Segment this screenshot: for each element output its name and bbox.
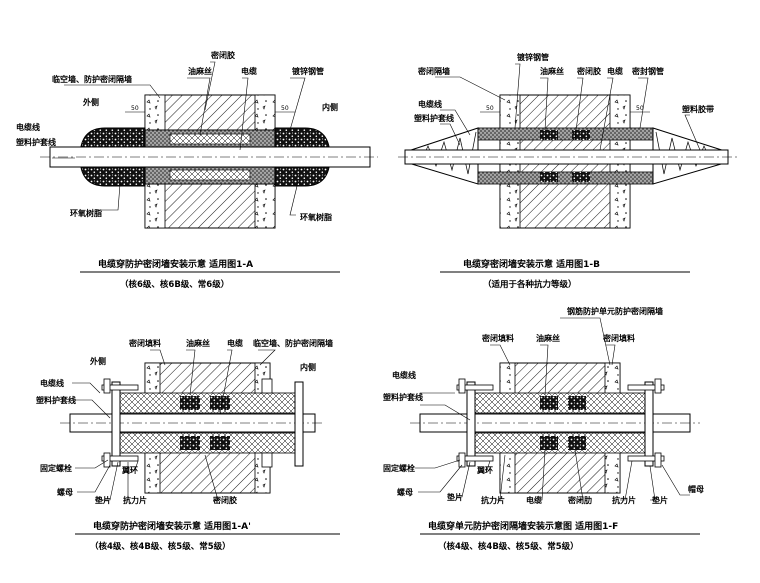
dim-right-b: 50 — [636, 105, 644, 112]
label-seal-steel-b: 密封钢管 — [631, 66, 664, 76]
label-cable-d: 电缆 — [526, 495, 542, 505]
diagram-1a-prime: 密闭填料 油麻丝 电缆 临空墙、防护密闭隔墙 外侧 内侧 电缆线 塑料护套线 固… — [36, 338, 340, 552]
label-plastic-sleeve: 塑料护套线 — [16, 137, 56, 147]
label-bolt-c: 固定螺栓 — [40, 463, 72, 473]
diagram-1b: 50 50 密闭隔墙 镀锌钢管 油麻丝 密闭胶 电缆 密封钢管 电缆线 塑料护套… — [398, 52, 740, 290]
label-cable-line-c: 电缆线 — [40, 378, 64, 388]
label-pressure-plate-c: 抗力片 — [123, 495, 147, 505]
label-oakum-d: 油麻丝 — [536, 333, 560, 343]
dim-left-b: 50 — [486, 105, 494, 112]
label-fin-c: 翼环 — [121, 465, 138, 475]
label-sealant-c: 密闭胶 — [212, 495, 237, 505]
label-fin-d: 翼环 — [476, 465, 493, 475]
caption-1b: 电缆穿密闭墙安装示意 适用图1-B — [463, 258, 600, 270]
diagram-1f: 钢筋防护单元防护密闭隔墙 密闭填料 油麻丝 密闭填料 电缆线 塑料护套线 固定螺… — [383, 306, 704, 552]
label-washer-right-d: 垫片 — [652, 495, 668, 505]
label-pressure-plate-right-d: 抗力片 — [612, 495, 636, 505]
label-sealant-b: 密闭胶 — [576, 66, 601, 76]
label-washer-d: 垫片 — [447, 492, 463, 502]
label-outer-side-c: 外侧 — [90, 356, 106, 366]
label-filler-left-d: 密闭填料 — [481, 333, 514, 343]
label-plastic-sleeve-b: 塑料护套线 — [414, 113, 454, 123]
label-sealant: 密闭胶 — [210, 50, 235, 60]
label-wall-b: 密闭隔墙 — [417, 66, 450, 76]
caption-1a: 电缆穿防护密闭墙安装示意 适用图1-A — [98, 258, 253, 270]
subcaption-1f: （核4级、核4B级、核5级、常5级） — [438, 541, 579, 552]
label-wall-c: 临空墙、防护密闭隔墙 — [253, 338, 333, 348]
label-epoxy-right: 环氧树脂 — [300, 212, 332, 222]
label-nut-c: 螺母 — [57, 487, 73, 497]
label-inner-side: 内侧 — [322, 102, 338, 112]
label-seal-rib-d: 密闭肋 — [567, 495, 592, 505]
label-plastic-sleeve-c: 塑料护套线 — [36, 395, 76, 405]
label-filler-c: 密闭填料 — [128, 338, 161, 348]
label-cable-line-d: 电缆线 — [392, 370, 416, 380]
label-epoxy-left: 环氧树脂 — [70, 208, 102, 218]
label-plastic-sleeve-d: 塑料护套线 — [383, 392, 423, 402]
dim-left: 50 — [131, 105, 139, 112]
label-cable-line: 电缆线 — [16, 122, 40, 132]
label-washer-c: 垫片 — [95, 495, 111, 505]
label-outer-side: 外侧 — [83, 97, 99, 107]
subcaption-1b: （适用于各种抗力等级） — [483, 279, 577, 290]
label-wall: 临空墙、防护密闭隔墙 — [52, 74, 132, 84]
dim-right: 50 — [281, 105, 289, 112]
label-inner-side-c: 内侧 — [300, 362, 316, 372]
label-bolt-d: 固定螺栓 — [383, 463, 415, 473]
label-filler-right-d: 密闭填料 — [602, 333, 635, 343]
label-oakum: 油麻丝 — [188, 66, 212, 76]
diagram-1a: 50 50 临空墙、防护密闭隔墙 密闭胶 油麻丝 电缆 镀锌钢管 外侧 内侧 电… — [16, 50, 378, 290]
label-cable-b: 电缆 — [607, 66, 623, 76]
label-steel-sleeve-b: 镀锌钢管 — [517, 52, 549, 62]
caption-1a-prime: 电缆穿防护密闭墙安装示意 适用图1-A' — [93, 520, 251, 532]
label-cable-c: 电缆 — [227, 338, 243, 348]
label-cap-nut-d: 帽母 — [688, 484, 704, 494]
label-oakum-b: 油麻丝 — [540, 66, 564, 76]
label-wall-top-d: 钢筋防护单元防护密闭隔墙 — [567, 306, 663, 316]
label-oakum-c: 油麻丝 — [186, 338, 210, 348]
label-pressure-plate-left-d: 抗力片 — [481, 495, 505, 505]
label-cable-line-b: 电缆线 — [418, 99, 442, 109]
subcaption-1a: （核6级、核6B级、常6级） — [120, 279, 229, 290]
caption-1f: 电缆穿单元防护密闭隔墙安装示意图 适用图1-F — [428, 520, 618, 532]
label-nut-d: 螺母 — [397, 487, 413, 497]
label-tape-b: 塑料胶带 — [682, 104, 714, 114]
label-cable: 电缆 — [241, 66, 257, 76]
subcaption-1a-prime: （核4级、核4B级、核5级、常5级） — [90, 541, 231, 552]
label-steel-sleeve: 镀锌钢管 — [292, 66, 324, 76]
